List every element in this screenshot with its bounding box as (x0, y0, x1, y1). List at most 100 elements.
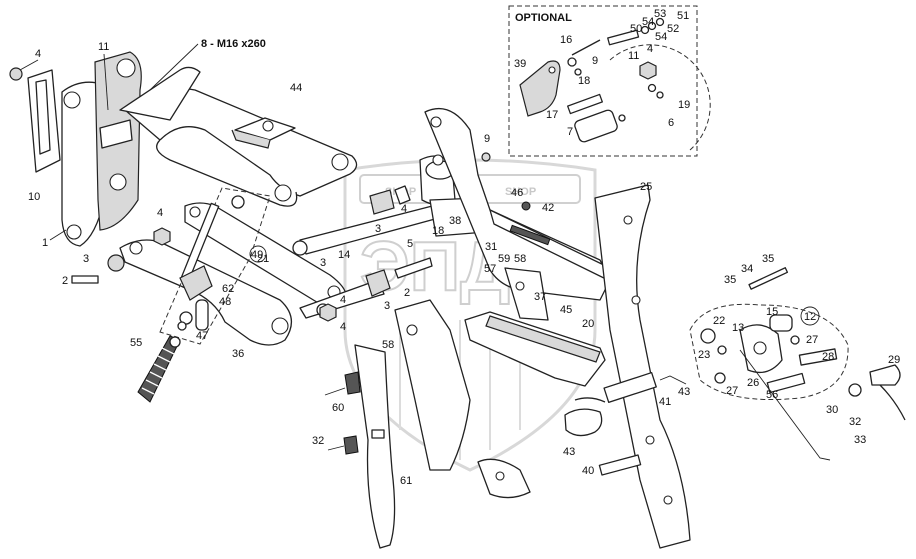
callout-58: 58 (514, 253, 526, 265)
ratchet-assembly-40 (477, 397, 642, 499)
callout-54: 54 (655, 31, 667, 43)
callout-50: 50 (630, 23, 642, 35)
callout-2: 2 (62, 275, 68, 287)
callout-11: 11 (628, 50, 639, 62)
callout-18: 18 (578, 75, 590, 87)
callout-27: 27 (806, 334, 818, 346)
callout-25: 25 (640, 181, 652, 193)
optional-title: OPTIONAL (515, 12, 572, 24)
callout-40: 40 (582, 465, 594, 477)
callout-57: 57 (484, 263, 496, 275)
top-link (119, 66, 201, 121)
callout-32: 32 (312, 435, 324, 447)
callout-54: 54 (642, 16, 654, 28)
callout-2: 2 (404, 287, 410, 299)
callout-22: 22 (713, 315, 725, 327)
callout-31: 31 (485, 241, 497, 253)
callout-12: 12 (804, 311, 816, 323)
callout-55: 55 (130, 337, 142, 349)
callout-4: 4 (157, 207, 163, 219)
callout-58: 58 (382, 339, 394, 351)
lower-arm-36 (119, 202, 347, 346)
callout-45: 45 (560, 304, 572, 316)
callout-3: 3 (375, 223, 381, 235)
optional-pin (574, 109, 618, 143)
callout-7: 7 (567, 126, 573, 138)
optional-bracket (519, 60, 561, 117)
callout-20: 20 (582, 318, 594, 330)
callout-23: 23 (698, 349, 710, 361)
callout-11: 11 (98, 41, 109, 53)
callout-52: 52 (667, 23, 679, 35)
callout-39: 39 (514, 58, 526, 70)
callout-36: 36 (232, 348, 244, 360)
clip-32 (327, 435, 359, 455)
callout-14: 14 (338, 249, 350, 261)
clip-60 (324, 371, 361, 396)
spring-linkage-group (159, 187, 271, 345)
callout-35: 35 (762, 253, 774, 265)
callout-16: 16 (560, 34, 572, 46)
tine-holder (464, 267, 606, 387)
callout-17: 17 (546, 109, 558, 121)
callout-5: 5 (407, 238, 413, 250)
callout-28: 28 (822, 351, 834, 363)
callout-51: 51 (677, 10, 689, 22)
left-bracket-assembly (27, 51, 142, 247)
callout-4: 4 (340, 321, 346, 333)
bolt-34-35 (748, 267, 789, 290)
optional-box: OPTIONAL (508, 5, 711, 157)
callout-4: 4 (401, 203, 407, 215)
callout-37: 37 (534, 291, 546, 303)
pin-29-33 (739, 349, 906, 461)
callout-48: 48 (219, 296, 231, 308)
callout-42: 42 (542, 202, 554, 214)
callout-34: 34 (741, 263, 753, 275)
main-frame (424, 107, 691, 549)
callout-4: 4 (647, 43, 653, 55)
callout-49: 49 (251, 249, 263, 261)
callout-44: 44 (290, 82, 302, 94)
callouts: 4 11 8 - M16 x260 10 1 44 4 3 2 21 49 62… (9, 8, 900, 487)
spring-55 (137, 335, 181, 403)
callout-3: 3 (83, 253, 89, 265)
callout-4: 4 (340, 294, 346, 306)
callout-18: 18 (432, 225, 444, 237)
callout-47: 47 (196, 330, 208, 342)
callout-3: 3 (320, 257, 326, 269)
callout-6: 6 (668, 117, 674, 129)
callout-60: 60 (332, 402, 344, 414)
watermark-small-right: SHOP (505, 186, 536, 198)
callout-56: 56 (766, 389, 778, 401)
callout-46: 46 (511, 187, 523, 199)
callout-9: 9 (592, 55, 598, 67)
callout-19: 19 (678, 99, 690, 111)
lower-bracket-58 (394, 299, 471, 471)
right-hub-group (689, 303, 849, 400)
callout-27: 27 (726, 385, 738, 397)
callout-10: 10 (28, 191, 40, 203)
callout-15: 15 (766, 306, 778, 318)
callout-59: 59 (498, 253, 510, 265)
callout-61: 61 (400, 475, 412, 487)
callout-43: 43 (678, 386, 690, 398)
callout-62: 62 (222, 283, 234, 295)
callout-43: 43 (563, 446, 575, 458)
callout-38: 38 (449, 215, 461, 227)
callout-13: 13 (732, 322, 744, 334)
callout-35: 35 (724, 274, 736, 286)
callout-3: 3 (384, 300, 390, 312)
callout-29: 29 (888, 354, 900, 366)
callout-53: 53 (654, 8, 666, 20)
callout-32: 32 (849, 416, 861, 428)
tine-61 (354, 344, 396, 549)
callout-4: 4 (35, 48, 41, 60)
callout-41: 41 (659, 396, 671, 408)
spec-note: 8 - M16 x260 (201, 38, 266, 50)
callout-1: 1 (42, 237, 48, 249)
callout-9: 9 (484, 133, 490, 145)
callout-30: 30 (826, 404, 838, 416)
callout-26: 26 (747, 377, 759, 389)
callout-33: 33 (854, 434, 866, 446)
